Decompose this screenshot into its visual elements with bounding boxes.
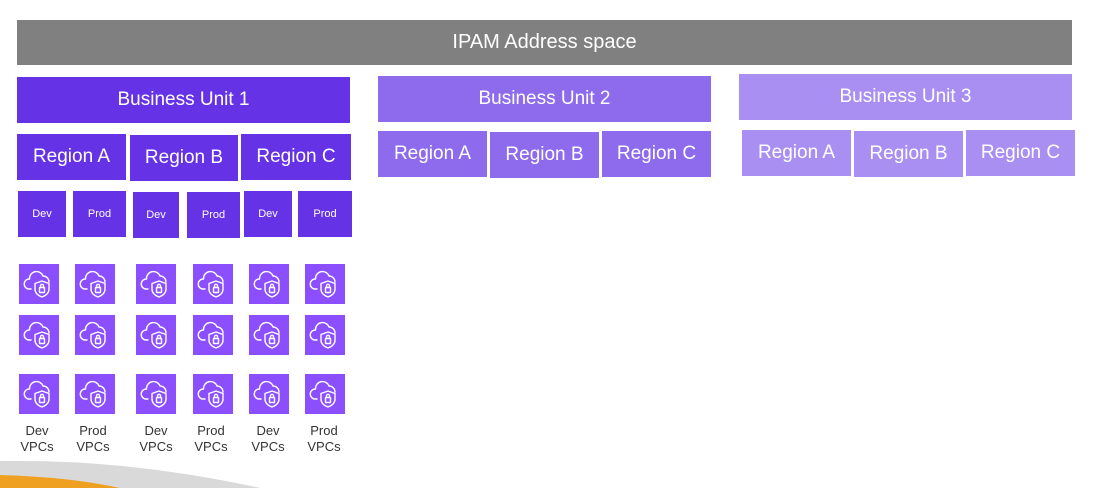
vpc-cloud-shield-icon	[136, 315, 176, 355]
vpc-cloud-shield-icon	[193, 264, 233, 304]
vpc-cloud-shield-icon	[75, 315, 115, 355]
vpc-cloud-shield-icon	[249, 315, 289, 355]
business-unit-2: Business Unit 2	[378, 76, 711, 122]
unit1-region-c: Region C	[241, 134, 351, 180]
decorative-swoosh	[0, 460, 260, 488]
env-dev-region-c: Dev	[244, 191, 292, 237]
vpc-cloud-shield-icon	[305, 264, 345, 304]
unit3-region-b: Region B	[854, 131, 963, 177]
vpc-cloud-shield-icon	[249, 264, 289, 304]
vpc-cloud-shield-icon	[75, 264, 115, 304]
unit2-region-c: Region C	[602, 131, 711, 177]
vpc-cloud-shield-icon	[19, 264, 59, 304]
business-unit-1: Business Unit 1	[17, 77, 350, 123]
env-prod-region-a: Prod	[73, 191, 126, 237]
vpc-cloud-shield-icon	[305, 315, 345, 355]
vpc-cloud-shield-icon	[193, 374, 233, 414]
vpc-cloud-shield-icon	[19, 374, 59, 414]
env-prod-region-b: Prod	[187, 192, 240, 238]
vpc-cloud-shield-icon	[249, 374, 289, 414]
unit2-region-b: Region B	[490, 132, 599, 178]
unit1-region-a: Region A	[17, 134, 126, 180]
vpc-cloud-shield-icon	[305, 374, 345, 414]
ipam-address-space-bar: IPAM Address space	[17, 20, 1072, 65]
unit1-region-b: Region B	[130, 135, 238, 181]
env-dev-region-a: Dev	[18, 191, 66, 237]
env-prod-region-c: Prod	[298, 191, 352, 237]
vpc-cloud-shield-icon	[136, 374, 176, 414]
unit3-region-a: Region A	[742, 130, 851, 176]
env-dev-region-b: Dev	[133, 192, 179, 238]
business-unit-3: Business Unit 3	[739, 74, 1072, 120]
vpc-cloud-shield-icon	[19, 315, 59, 355]
unit2-region-a: Region A	[378, 131, 487, 177]
vpc-cloud-shield-icon	[75, 374, 115, 414]
vpc-cloud-shield-icon	[136, 264, 176, 304]
unit3-region-c: Region C	[966, 130, 1075, 176]
vpc-cloud-shield-icon	[193, 315, 233, 355]
